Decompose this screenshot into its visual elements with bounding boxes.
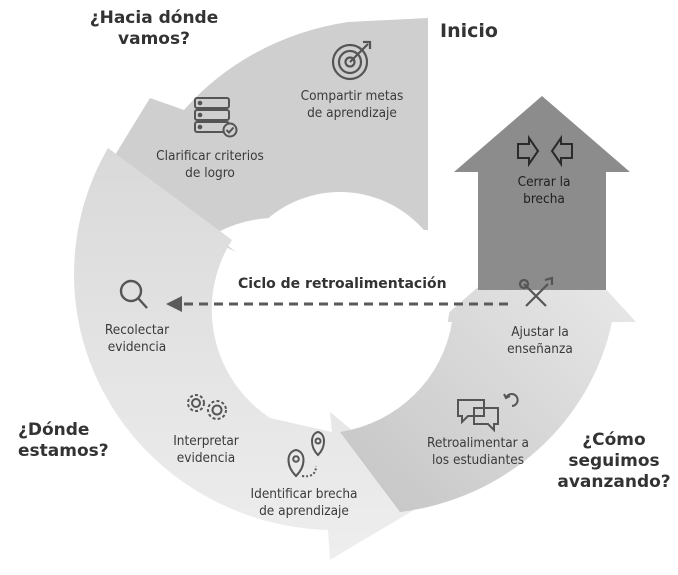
question-where-going-line-2: vamos?: [118, 29, 190, 49]
step-close-gap-line-2: brecha: [523, 191, 565, 207]
step-share-goals: Compartir metas de aprendizaje: [301, 88, 404, 122]
step-adjust-teaching-line-2: enseñanza: [507, 341, 573, 357]
step-share-goals-line-1: Compartir metas: [300, 88, 404, 104]
magnifier-icon: [119, 279, 148, 309]
step-adjust-teaching-line-1: Ajustar la: [511, 324, 569, 340]
step-clarify-criteria-line-1: Clarificar criterios: [156, 148, 264, 164]
question-where-going: ¿Hacia dónde vamos?: [90, 8, 219, 50]
chat-bubbles-icon: [457, 393, 519, 433]
step-clarify-criteria: Clarificar criterios de logro: [156, 148, 264, 182]
step-clarify-criteria-line-2: de logro: [185, 165, 235, 181]
step-close-gap-line-1: Cerrar la: [517, 174, 571, 190]
band-feedback: [340, 226, 636, 512]
question-where-are-we-line-1: ¿Dónde: [18, 420, 90, 440]
question-moving-forward-line-3: avanzando?: [557, 472, 671, 492]
question-where-are-we: ¿Dónde estamos?: [18, 420, 109, 462]
question-moving-forward-line-1: ¿Cómo: [582, 430, 646, 450]
step-collect-evidence-line-1: Recolectar: [104, 322, 170, 338]
step-adjust-teaching: Ajustar la enseñanza: [507, 324, 573, 358]
compress-arrows-icon: [517, 134, 573, 168]
step-share-goals-line-2: de aprendizaje: [307, 105, 397, 121]
step-identify-gap-line-1: Identificar brecha: [250, 486, 358, 502]
step-feedback-students-line-1: Retroalimentar a: [427, 435, 529, 451]
question-moving-forward-line-2: seguimos: [568, 451, 660, 471]
close-gap-arrow: [454, 96, 630, 290]
question-moving-forward: ¿Cómo seguimos avanzando?: [557, 430, 670, 493]
step-interpret-evidence-line-2: evidencia: [176, 450, 236, 466]
step-interpret-evidence-line-1: Interpretar: [173, 433, 239, 449]
step-close-gap: Cerrar la brecha: [518, 174, 571, 208]
location-pins-icon: [287, 430, 325, 478]
feedback-loop-label: Ciclo de retroalimentación: [238, 276, 447, 292]
gears-icon: [187, 394, 227, 420]
step-interpret-evidence: Interpretar evidencia: [173, 433, 239, 467]
question-where-are-we-line-2: estamos?: [18, 441, 109, 461]
loop-arrowhead: [166, 296, 182, 312]
step-collect-evidence: Recolectar evidencia: [105, 322, 169, 356]
start-title: Inicio: [440, 20, 498, 42]
step-identify-gap: Identificar brecha de aprendizaje: [251, 486, 358, 520]
cycle-center: [230, 192, 450, 408]
question-where-going-line-1: ¿Hacia dónde: [89, 8, 219, 28]
band-evidence: [73, 148, 434, 560]
step-feedback-students-line-2: los estudiantes: [431, 452, 525, 468]
target-icon: [331, 40, 372, 81]
step-feedback-students: Retroalimentar a los estudiantes: [427, 435, 529, 469]
step-collect-evidence-line-2: evidencia: [107, 339, 167, 355]
step-identify-gap-line-2: de aprendizaje: [259, 503, 349, 519]
server-check-icon: [194, 97, 238, 138]
tools-icon: [518, 276, 554, 307]
